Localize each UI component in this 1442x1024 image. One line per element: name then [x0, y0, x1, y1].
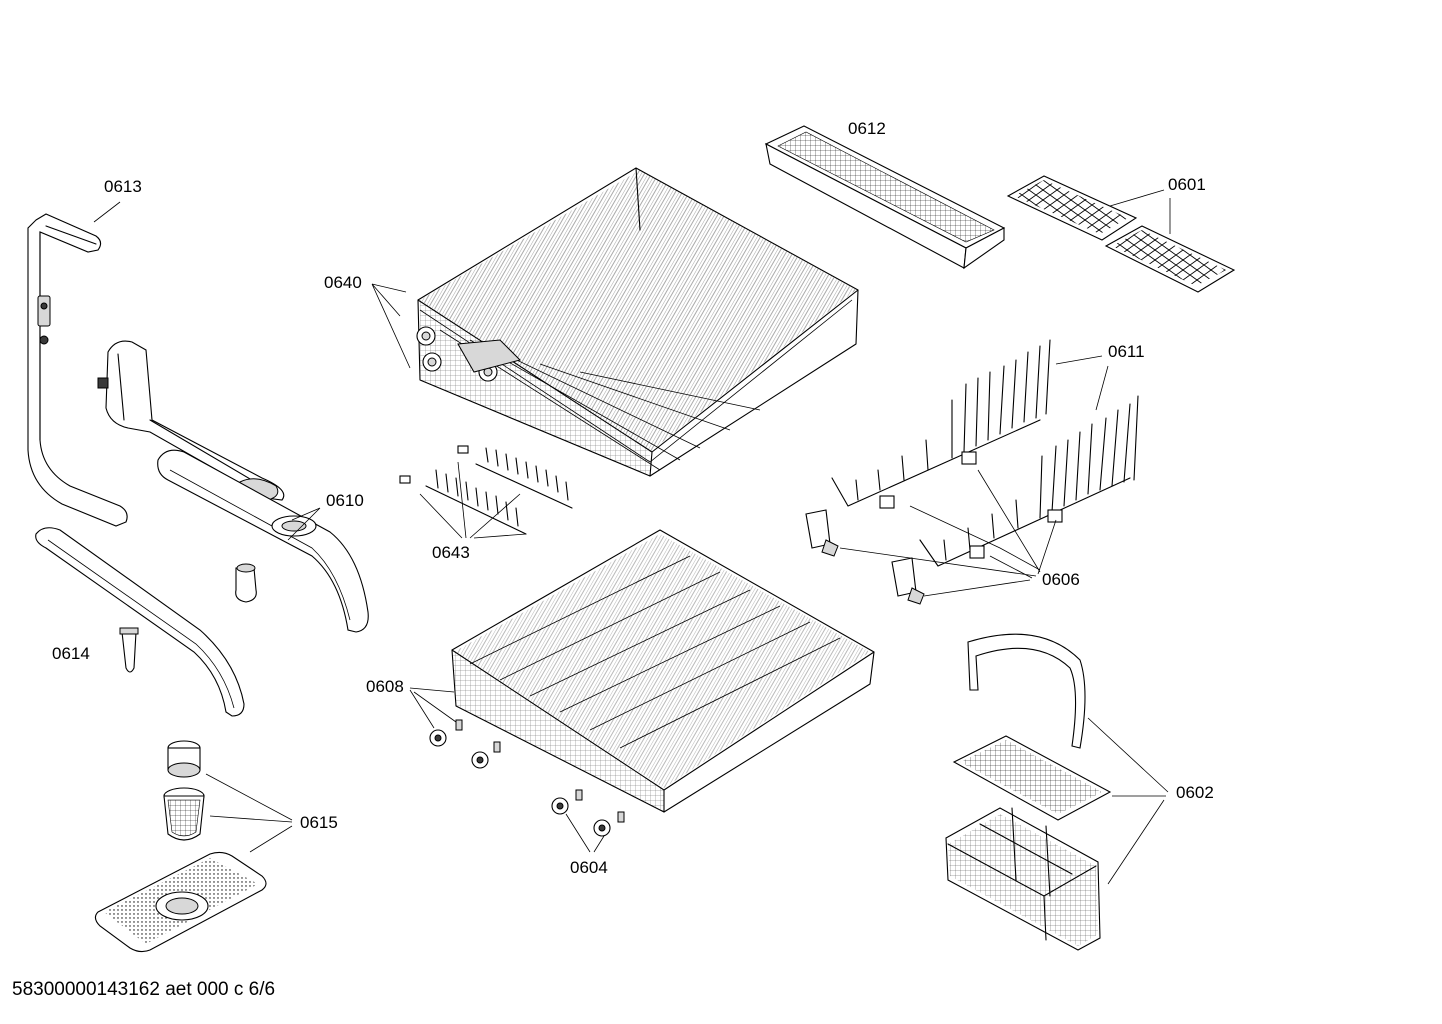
part-0602-cutlery-basket — [945, 633, 1112, 951]
part-0643-tine-rows — [399, 445, 573, 535]
label-0643: 0643 — [432, 543, 470, 562]
part-0606-clips — [805, 451, 1063, 605]
part-0612-cutlery-tray — [764, 125, 1006, 270]
label-0602: 0602 — [1176, 783, 1214, 802]
part-0640-upper-basket — [416, 167, 859, 477]
label-0640: 0640 — [324, 273, 362, 292]
label-0614: 0614 — [52, 644, 90, 663]
part-0611-tine-rows — [831, 339, 1139, 567]
label-0604: 0604 — [570, 858, 608, 877]
leader-lines — [93, 189, 1171, 885]
drawing-id: 58300000143162 aet 000 c 6/6 — [12, 979, 276, 1000]
part-0601-racks — [1006, 175, 1236, 293]
label-0613: 0613 — [104, 177, 142, 196]
part-labels: 0613 0640 0612 0601 0611 0610 0643 0606 … — [52, 119, 1214, 877]
part-0614-lower-spray-arm — [35, 527, 245, 717]
label-0615: 0615 — [300, 813, 338, 832]
label-0601: 0601 — [1168, 175, 1206, 194]
part-0608-lower-basket — [451, 529, 875, 813]
part-0615-filter-set — [94, 740, 267, 953]
label-0606: 0606 — [1042, 570, 1080, 589]
part-0613-riser-pipe — [27, 213, 128, 527]
part-0604-wheels — [429, 719, 625, 837]
label-0612: 0612 — [848, 119, 886, 138]
label-0611: 0611 — [1108, 342, 1145, 361]
label-0610: 0610 — [326, 491, 364, 510]
label-0608: 0608 — [366, 677, 404, 696]
part-0610-spray-arm — [157, 449, 369, 633]
